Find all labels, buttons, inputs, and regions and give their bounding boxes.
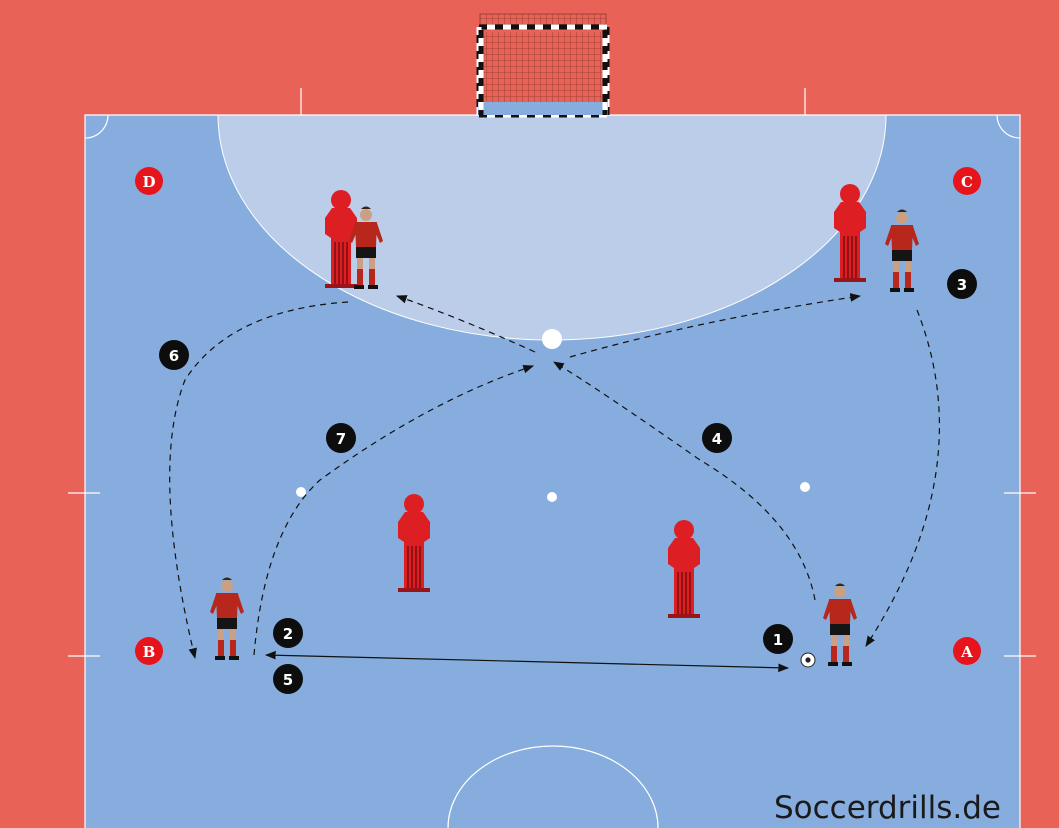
watermark-text: Soccerdrills.de <box>774 790 1001 826</box>
station-marker-b: B <box>135 637 163 665</box>
step-marker-7: 7 <box>326 423 356 453</box>
station-marker-a: A <box>953 637 981 665</box>
step-marker-1: 1 <box>763 624 793 654</box>
step-marker-3: 3 <box>947 269 977 299</box>
step-marker-4: 4 <box>702 423 732 453</box>
futsal-goal-icon <box>478 14 608 115</box>
station-marker-c: C <box>953 167 981 195</box>
step-label-1: 1 <box>773 631 783 649</box>
step-label-6: 6 <box>169 347 179 365</box>
station-label-d: D <box>142 173 155 191</box>
station-marker-d: D <box>135 167 163 195</box>
station-label-b: B <box>143 643 156 661</box>
soccer-ball-icon <box>801 653 815 667</box>
step-label-4: 4 <box>712 430 722 448</box>
step-label-5: 5 <box>283 671 293 689</box>
step-label-7: 7 <box>336 430 346 448</box>
step-label-2: 2 <box>283 625 293 643</box>
step-label-3: 3 <box>957 276 967 294</box>
station-label-a: A <box>960 643 973 661</box>
station-label-c: C <box>961 173 973 191</box>
step-marker-6: 6 <box>159 340 189 370</box>
step-marker-5: 5 <box>273 664 303 694</box>
step-marker-2: 2 <box>273 618 303 648</box>
